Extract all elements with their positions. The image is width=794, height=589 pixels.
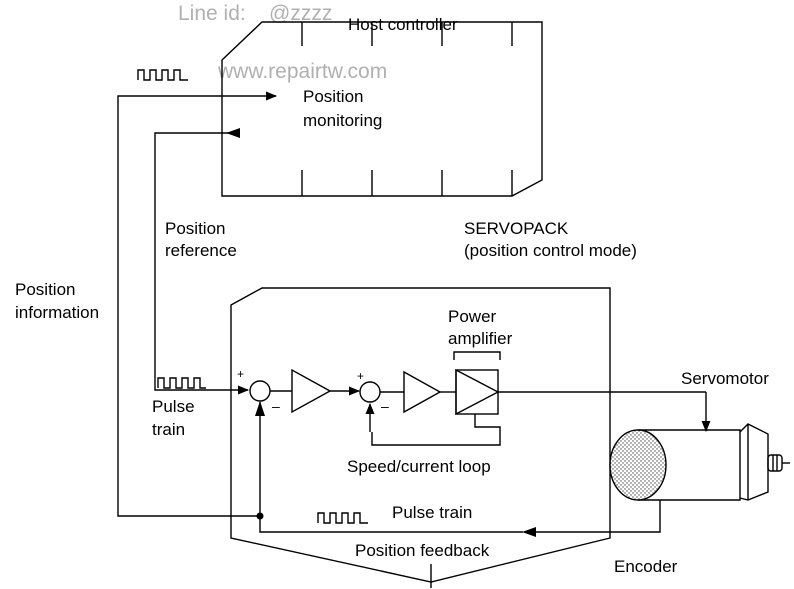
position-monitoring-label-1: Position [303, 87, 363, 106]
minus-sign-1: – [272, 398, 280, 414]
power-amplifier [455, 368, 500, 416]
position-information-label-2: information [15, 303, 99, 322]
position-reference-label-1: Position [165, 219, 225, 238]
servopack-block [230, 287, 611, 588]
power-amplifier-label-2: amplifier [448, 329, 513, 348]
speed-current-loop-label: Speed/current loop [347, 457, 491, 476]
pulse-train-symbol-top [137, 69, 188, 81]
position-amplifier [291, 368, 332, 414]
pulse-train-input-label-1: Pulse [152, 397, 195, 416]
plus-sign-2: + [357, 369, 364, 383]
host-controller-block [221, 21, 543, 197]
position-feedback-label: Position feedback [355, 541, 490, 560]
servomotor-end-face [609, 429, 667, 501]
plus-sign-1: + [237, 367, 244, 381]
position-reference-line [154, 128, 250, 395]
pulse-train-feedback-label: Pulse train [392, 503, 472, 522]
position-information-label-1: Position [15, 280, 75, 299]
pulse-train-symbol-input [157, 377, 206, 389]
power-amplifier-bracket [453, 351, 501, 360]
position-information-line [117, 69, 278, 517]
feedback-junction-dot [256, 512, 264, 520]
speed-summing-junction [359, 381, 381, 403]
position-reference-label-2: reference [165, 241, 237, 260]
speed-amplifier [403, 370, 442, 414]
minus-sign-2: – [381, 398, 389, 414]
servomotor-label: Servomotor [681, 369, 769, 388]
speed-current-loop-line [371, 414, 501, 446]
host-controller-label: Host controller [348, 15, 458, 34]
servopack-mode-label: (position control mode) [464, 241, 637, 260]
position-monitoring-label-2: monitoring [303, 111, 382, 130]
pulse-train-symbol-feedback [317, 512, 368, 524]
watermark-line-id: Line id: @zzzz [178, 2, 332, 25]
servomotor [609, 423, 790, 501]
position-summing-junction [249, 380, 271, 402]
encoder-feedback-line [255, 401, 661, 537]
power-amplifier-label-1: Power [448, 307, 497, 326]
watermark-site: www.repairtw.com [217, 60, 387, 83]
encoder-label: Encoder [614, 557, 678, 576]
servopack-label: SERVOPACK [464, 219, 569, 238]
pulse-train-input-label-2: train [152, 420, 185, 439]
